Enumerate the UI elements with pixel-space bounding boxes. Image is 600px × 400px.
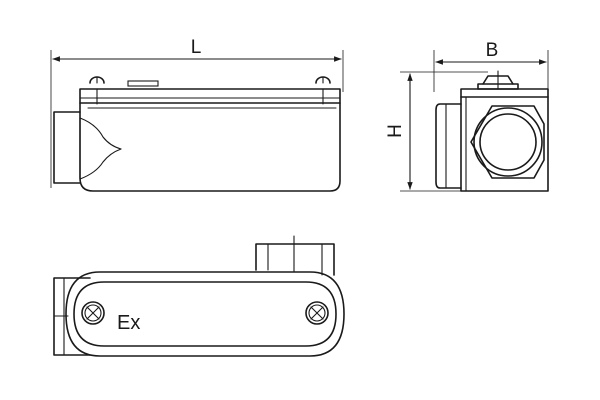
cover-capsule <box>73 281 337 347</box>
front-view: L <box>50 37 344 192</box>
cover-screw-right <box>315 76 331 105</box>
width-label: B <box>486 40 499 61</box>
width-dimension: B <box>433 40 549 92</box>
height-dimension: H <box>385 71 488 192</box>
length-dimension: L <box>50 37 344 188</box>
length-label: L <box>191 37 202 58</box>
cover-screw-left <box>89 76 105 105</box>
top-view: Ex <box>53 235 345 357</box>
side-view: B H <box>385 40 549 192</box>
conduit-body-side <box>435 88 549 192</box>
conduit-body-front <box>53 102 341 192</box>
side-screw <box>477 70 519 90</box>
top-screw-left <box>81 301 105 325</box>
body-outline-top <box>65 271 345 357</box>
top-screw-right <box>305 301 329 325</box>
cover-plate <box>79 80 341 109</box>
hex-hub <box>470 105 545 179</box>
outlet-hub <box>255 235 335 276</box>
height-label: H <box>385 124 406 138</box>
ex-marking: Ex <box>117 312 140 334</box>
